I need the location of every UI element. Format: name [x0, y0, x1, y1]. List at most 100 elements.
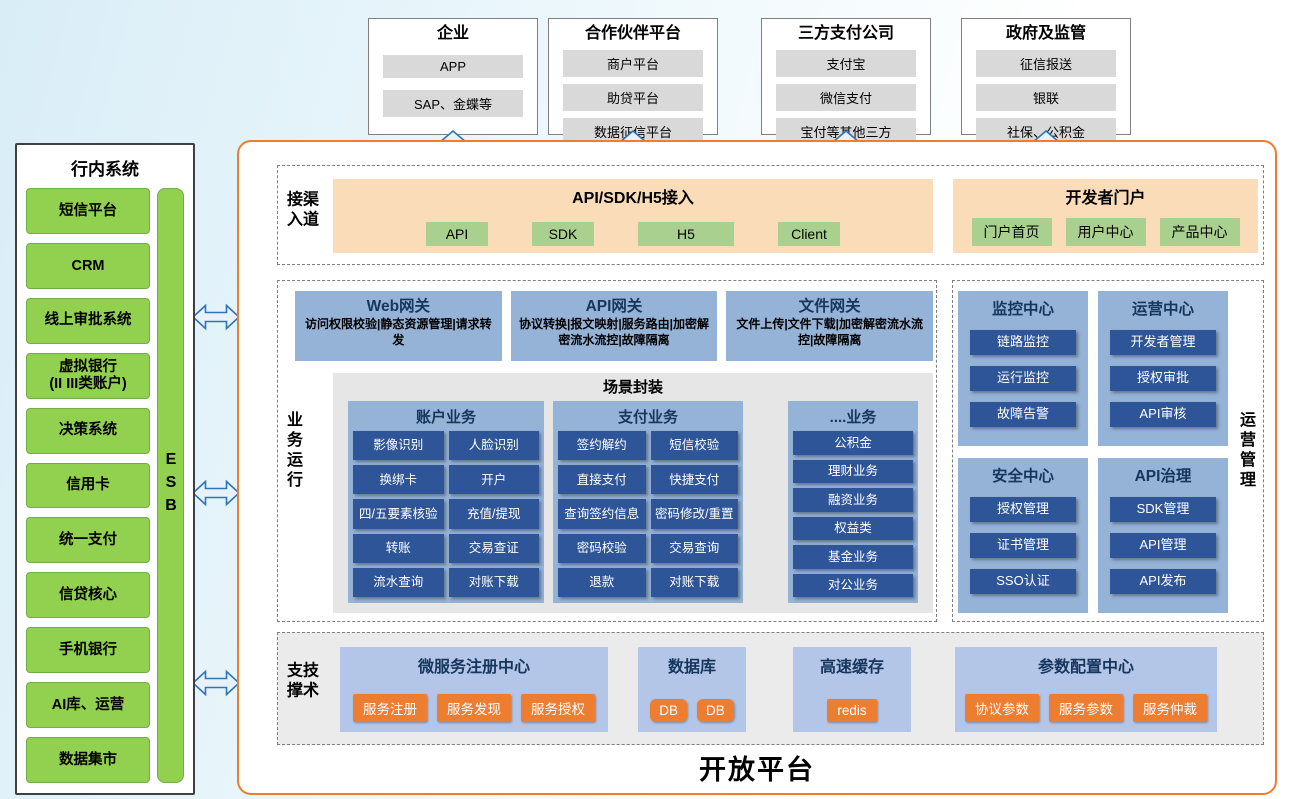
tech-button-row: 服务注册 服务发现 服务授权: [353, 694, 595, 722]
center-title: API治理: [1134, 468, 1192, 485]
scene-item: 流水查询: [353, 567, 444, 597]
scene-item: 权益类: [793, 516, 913, 540]
inbank-system-virtual-bank: 虚拟银行 (II III类账户): [26, 352, 150, 399]
gateway-title: API网关: [585, 298, 643, 315]
source-box-partner-platform: 合作伙伴平台 商户平台 助贷平台 数据征信平台: [548, 18, 718, 146]
center-item: API发布: [1110, 569, 1216, 594]
scene-title: 场景封装: [602, 379, 663, 396]
portal-box-title: 开发者门户: [1065, 190, 1146, 207]
portal-user-center-button: 用户中心: [1065, 218, 1146, 246]
scene-encapsulation-box: 场景封装 账户业务 影像识别 人脸识别 换绑卡 开户 四/五要素核验 充值/提现…: [333, 373, 933, 613]
gateway-title: Web网关: [366, 298, 431, 315]
center-item: API管理: [1110, 533, 1216, 558]
service-discovery-item: 服务发现: [437, 694, 511, 722]
inbank-system-data-mart: 数据集市: [26, 737, 150, 783]
section-channel-access: 渠道接入 API/SDK/H5接入 API SDK H5 Client 开发者门…: [277, 165, 1264, 265]
gateway-description: 访问权限校验|静态资源管理|请求转发: [304, 317, 492, 347]
center-item: 开发者管理: [1110, 330, 1216, 355]
scene-item: 公积金: [793, 431, 913, 455]
scene-item: 对账下载: [448, 567, 539, 597]
inbank-panel-title: 行内系统: [71, 160, 139, 179]
scene-item: 签约解约: [558, 431, 646, 461]
scene-item: 基金业务: [793, 545, 913, 569]
source-item: 支付宝: [776, 50, 916, 78]
scene-item: 换绑卡: [353, 465, 444, 495]
ops-centers-grid: 监控中心 链路监控 运行监控 故障告警 运营中心 开发者管理 授权审批 API审…: [958, 291, 1228, 613]
access-box-title: API/SDK/H5接入: [572, 190, 694, 207]
access-api-button: API: [426, 222, 488, 246]
microservice-registry-box: 微服务注册中心 服务注册 服务发现 服务授权: [340, 647, 608, 732]
center-title: 运营中心: [1131, 301, 1194, 318]
api-sdk-h5-access-box: API/SDK/H5接入 API SDK H5 Client: [333, 179, 933, 253]
scene-item: 人脸识别: [448, 431, 539, 461]
service-authorization-item: 服务授权: [521, 694, 595, 722]
gateway-description: 协议转换|报文映射|服务路由|加密解密流水流控|故障隔离: [518, 317, 710, 347]
parameter-config-center-box: 参数配置中心 协议参数 服务参数 服务仲裁: [955, 647, 1217, 732]
portal-home-button: 门户首页: [971, 218, 1052, 246]
scene-item: 退款: [558, 567, 646, 597]
inbank-system-mobile-banking: 手机银行: [26, 627, 150, 674]
center-title: 监控中心: [991, 301, 1054, 318]
center-title: 安全中心: [991, 468, 1054, 485]
tech-button-row: 协议参数 服务参数 服务仲裁: [965, 694, 1207, 722]
source-item: 征信报送: [976, 50, 1116, 78]
center-item: 授权管理: [970, 497, 1076, 522]
section-label-channel-access: 渠道接入: [284, 190, 317, 231]
payment-business-group: 支付业务 签约解约 短信校验 直接支付 快捷支付 查询签约信息 密码修改/重置 …: [553, 401, 743, 603]
center-buttons: 开发者管理 授权审批 API审核: [1104, 319, 1222, 438]
api-governance-box: API治理 SDK管理 API管理 API发布: [1098, 458, 1228, 613]
scene-item: 短信校验: [650, 431, 738, 461]
database-box: 数据库 DB DB: [638, 647, 746, 732]
center-buttons: SDK管理 API管理 API发布: [1104, 486, 1222, 605]
portal-button-row: 门户首页 用户中心 产品中心: [971, 218, 1240, 246]
source-item: 助贷平台: [563, 84, 703, 112]
access-client-button: Client: [778, 222, 840, 246]
service-params-item: 服务参数: [1049, 694, 1123, 722]
center-item: 运行监控: [970, 366, 1076, 391]
service-arbitration-item: 服务仲裁: [1133, 694, 1207, 722]
inbank-system-credit-card: 信用卡: [26, 462, 150, 509]
source-box-title: 三方支付公司: [797, 25, 894, 42]
scene-item: 理财业务: [793, 459, 913, 483]
api-gateway-box: API网关 协议转换|报文映射|服务路由|加密解密流水流控|故障隔离: [510, 291, 718, 361]
group-grid: 影像识别 人脸识别 换绑卡 开户 四/五要素核验 充值/提现 转账 交易查证 流…: [353, 431, 539, 597]
protocol-params-item: 协议参数: [965, 694, 1039, 722]
access-button-row: API SDK H5 Client: [426, 222, 840, 246]
access-sdk-button: SDK: [532, 222, 594, 246]
access-h5-button: H5: [638, 222, 734, 246]
tech-button-row: DB DB: [650, 699, 734, 722]
inbank-system-unified-payment: 统一支付: [26, 517, 150, 564]
redis-item: redis: [827, 699, 877, 722]
scene-item: 查询签约信息: [558, 499, 646, 529]
scene-item: 对账下载: [650, 567, 738, 597]
inbank-system-crm: CRM: [26, 242, 150, 289]
scene-item: 融资业务: [793, 488, 913, 512]
source-box-enterprise: 企业 APP SAP、金蝶等: [368, 18, 538, 135]
source-box-title: 合作伙伴平台: [584, 25, 681, 42]
center-item: API审核: [1110, 402, 1216, 427]
db-item: DB: [697, 699, 734, 722]
web-gateway-box: Web网关 访问权限校验|静态资源管理|请求转发: [295, 291, 502, 361]
scene-item: 交易查询: [650, 533, 738, 563]
scene-item: 交易查证: [448, 533, 539, 563]
open-platform-title: 开放平台: [699, 755, 815, 785]
center-item: 链路监控: [970, 330, 1076, 355]
scene-item: 充值/提现: [448, 499, 539, 529]
section-label-operation-management: 运营管理: [1237, 411, 1254, 491]
section-label-business-run: 业务运行: [284, 411, 301, 491]
other-business-group: ....业务 公积金 理财业务 融资业务 权益类 基金业务 对公业务: [788, 401, 918, 603]
source-box-title: 政府及监管: [1005, 25, 1086, 42]
center-item: SDK管理: [1110, 497, 1216, 522]
source-item: 银联: [976, 84, 1116, 112]
tech-block-title: 微服务注册中心: [417, 659, 530, 676]
double-arrow-horizontal-icon: [192, 303, 240, 331]
center-item: 证书管理: [970, 533, 1076, 558]
inbank-system-online-approval: 线上审批系统: [26, 297, 150, 344]
center-buttons: 授权管理 证书管理 SSO认证: [964, 486, 1082, 605]
tech-block-title: 数据库: [667, 659, 716, 676]
source-box-third-party-payment: 三方支付公司 支付宝 微信支付 宝付等其他三方: [761, 18, 931, 146]
esb-bus: ESB: [157, 188, 184, 783]
inbank-panel-body: 短信平台 CRM 线上审批系统 虚拟银行 (II III类账户) 决策系统 信用…: [26, 188, 184, 783]
inbank-system-ai-ops: AI库、运营: [26, 682, 150, 729]
tech-block-title: 高速缓存: [819, 659, 884, 676]
